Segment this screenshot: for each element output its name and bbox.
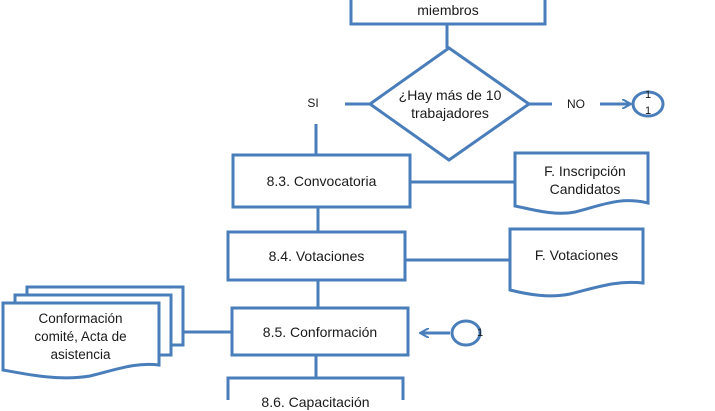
- decision-diamond[interactable]: [367, 46, 532, 162]
- doc-inscripcion-shape[interactable]: [513, 151, 650, 215]
- offpage-connector-in[interactable]: [450, 319, 482, 347]
- yes-label: SI: [307, 96, 319, 110]
- connector-in-label: 1: [476, 327, 484, 339]
- step-8-4-shape[interactable]: [226, 230, 407, 282]
- offpage-connector-1[interactable]: [631, 90, 665, 118]
- connector-no-label-bottom: 1: [644, 105, 652, 117]
- top-box-label: miembros: [417, 2, 479, 18]
- doc-inscripcion-label: F. Inscripción Candidatos: [544, 163, 626, 197]
- step-8-5-label: 8.5. Conformación: [262, 323, 378, 340]
- step-8-3-label: 8.3. Convocatoria: [266, 173, 377, 189]
- step-8-6-shape[interactable]: [226, 376, 405, 400]
- doc-conformacion-label: Conformación comité, Acta de asistencia: [34, 311, 127, 362]
- doc-votaciones-shape[interactable]: [508, 227, 645, 298]
- step-8-4-label: 8.4. Votaciones: [268, 248, 365, 264]
- connector-no-label-top: 1: [644, 89, 652, 101]
- doc-conformacion-shape[interactable]: [1, 301, 161, 380]
- doc-votaciones-label: F. Votaciones: [534, 247, 619, 263]
- step-8-6-label: 8.6. Capacitación: [261, 394, 370, 410]
- step-8-5-shape[interactable]: [230, 306, 410, 357]
- no-label: NO: [567, 97, 585, 111]
- flowchart-canvas: [1, 0, 665, 400]
- decision-label: ¿Hay más de 10 trabajadores: [398, 87, 502, 121]
